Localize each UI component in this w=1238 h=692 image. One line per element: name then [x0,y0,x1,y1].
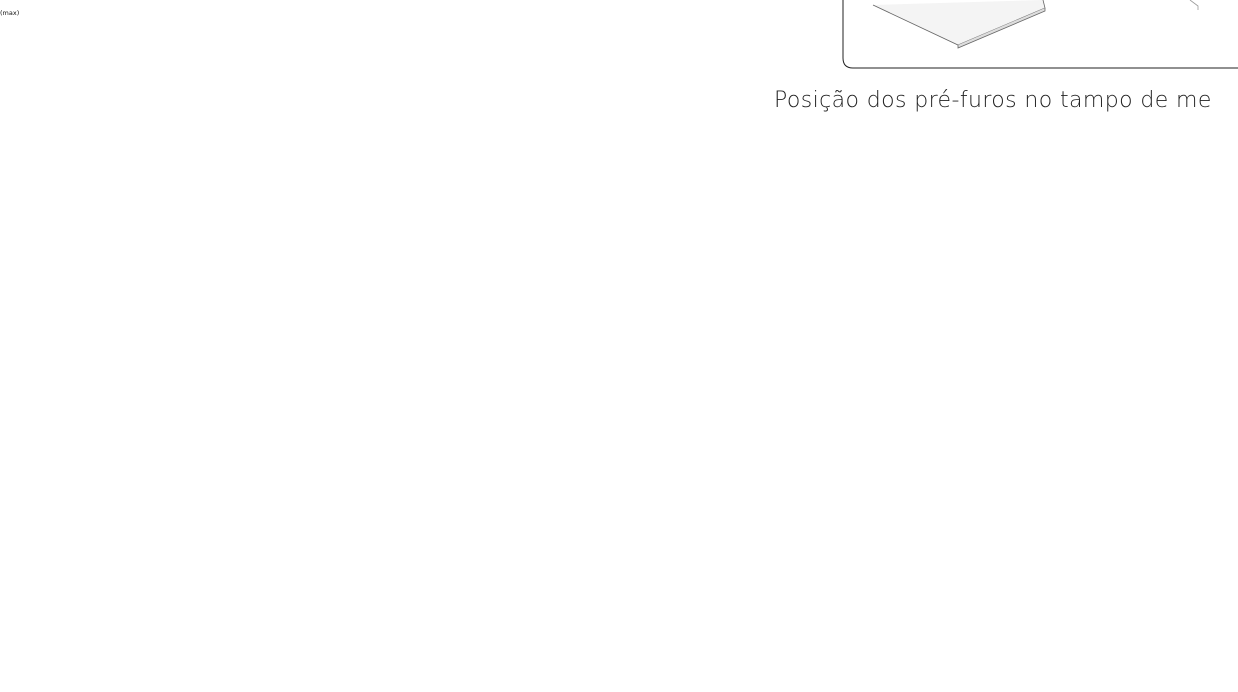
tabletop-inset [842,0,1238,69]
ruler-top-max-marker: (max) [0,9,20,17]
hole-position-caption: Posição dos pré-furos no tampo de me [774,88,1212,113]
tabletop-board [872,0,1046,46]
ruler-top: 101520253035404550556065 (max) [0,0,19,19]
